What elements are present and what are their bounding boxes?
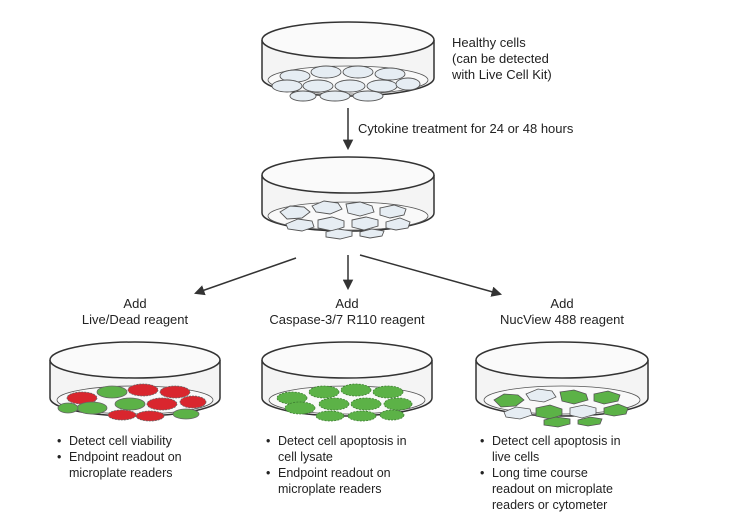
reagent-label: NucView 488 reagent [499,312,625,327]
add-label: Add [123,296,147,311]
list-item: • Detect cell viability [57,433,182,449]
list-item: • Endpoint readout on microplate readers [266,465,407,497]
treatment-label: Cytokine treatment for 24 or 48 hours [358,121,574,136]
arrow-branch-right [359,254,503,297]
arrow-branch-left [194,257,297,296]
nucview-cell-cluster [493,388,629,428]
bullet-icon: • [266,434,271,448]
bullet-icon: • [266,466,271,480]
petri-dish-treated [261,156,435,240]
add-label: Add [550,296,574,311]
reagent-label: Live/Dead reagent [81,312,189,327]
bullet-text: cell lysate [278,450,333,464]
caspase-cell-cluster [276,383,413,422]
branch-heading-live-dead: Add Live/Dead reagent [60,296,210,328]
bullet-icon: • [57,434,62,448]
bullets-live-dead: • Detect cell viability • Endpoint reado… [57,433,182,481]
bullet-text: Detect cell viability [69,434,172,448]
bullet-icon: • [57,450,62,464]
branch-heading-caspase: Add Caspase-3/7 R110 reagent [257,296,437,328]
petri-dish-live-dead [49,341,221,422]
list-item: • Endpoint readout on microplate readers [57,449,182,481]
healthy-cells-label-line: (can be detected [452,51,549,66]
bullet-text: Endpoint readout on [278,466,391,480]
list-item: • Detect cell apoptosis in cell lysate [266,433,407,465]
live-dead-cell-cluster [57,383,207,422]
bullet-text: Detect cell apoptosis in [278,434,407,448]
reagent-label: Caspase-3/7 R110 reagent [269,312,425,327]
bullet-text: microplate readers [278,482,382,496]
bullet-icon: • [480,434,485,448]
list-item: • Long time course readout on microplate… [480,465,621,513]
add-label: Add [335,296,359,311]
bullet-text: readout on microplate [492,482,613,496]
bullets-nucview: • Detect cell apoptosis in live cells • … [480,433,621,513]
bullet-text: Detect cell apoptosis in [492,434,621,448]
bullet-text: microplate readers [69,466,173,480]
treated-cell-cluster [279,200,411,240]
healthy-cell-cluster [271,65,421,102]
branch-heading-nucview: Add NucView 488 reagent [482,296,642,328]
petri-dish-nucview [475,341,649,428]
healthy-cells-label-line: with Live Cell Kit) [452,67,552,82]
bullet-text: readers or cytometer [492,498,608,512]
petri-dish-caspase [261,341,433,422]
bullet-text: Endpoint readout on [69,450,182,464]
bullets-caspase: • Detect cell apoptosis in cell lysate •… [266,433,407,497]
healthy-cells-label: Healthy cells (can be detected with Live… [452,35,552,83]
bullet-icon: • [480,466,485,480]
healthy-cells-label-line: Healthy cells [452,35,526,50]
petri-dish-healthy [261,21,435,102]
list-item: • Detect cell apoptosis in live cells [480,433,621,465]
bullet-text: live cells [492,450,540,464]
bullet-text: Long time course [492,466,588,480]
